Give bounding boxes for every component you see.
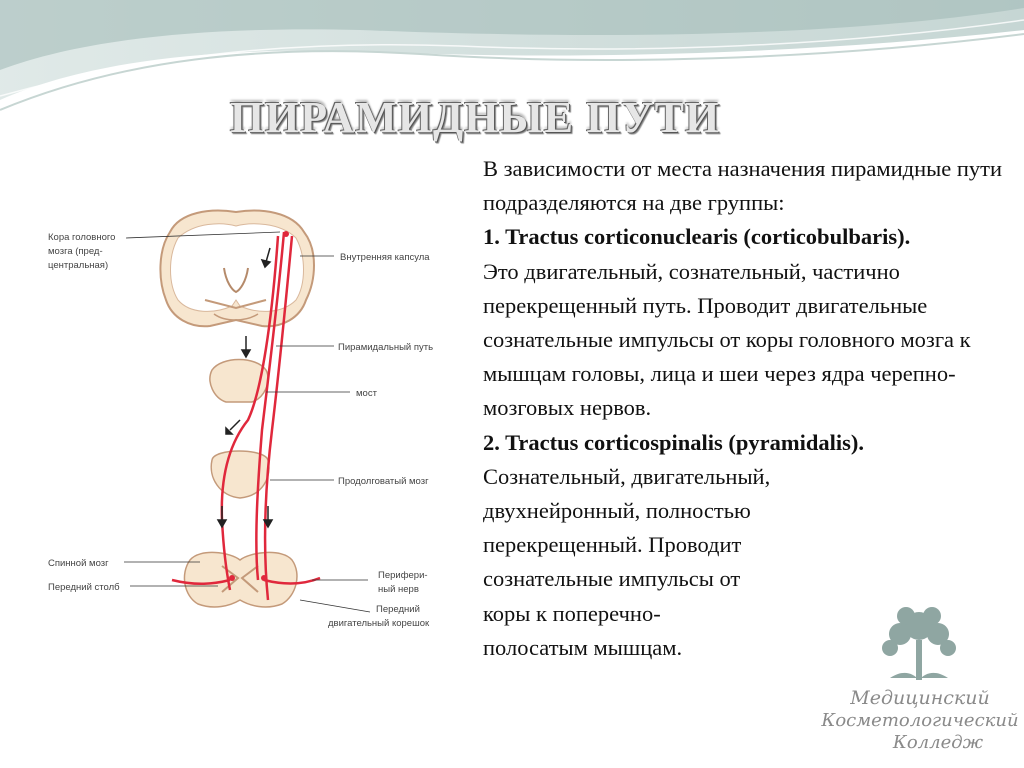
logo-line-2: Косметологический	[820, 710, 1018, 731]
paragraph-intro: В зависимости от места назначения пирами…	[483, 156, 1003, 216]
label-anterior-root-1: Передний	[376, 604, 420, 615]
heading-corticonuclearis: 1. Tractus corticonuclearis (corticobulb…	[483, 224, 911, 250]
direction-arrows	[216, 247, 274, 529]
corticospinalis-line-1: Сознательный, двигательный,	[483, 463, 771, 489]
heading-corticospinalis: 2. Tractus corticospinalis (pyramidalis)…	[483, 429, 865, 455]
nucleus-dots	[229, 231, 289, 581]
tree-icon	[882, 607, 956, 680]
college-logo: Медицинский Косметологический Колледж	[820, 607, 1019, 753]
label-peripheral-nerve-1: Перифери-	[378, 570, 428, 581]
label-cortex-3: центральная)	[48, 260, 108, 271]
corticospinalis-line-2: двухнейронный, полностью	[483, 498, 751, 524]
brain-section	[159, 209, 315, 328]
spinal-cord-section	[183, 551, 298, 608]
label-internal-capsule: Внутренняя капсула	[340, 252, 430, 263]
corticospinalis-line-4: сознательные импульсы от	[483, 566, 741, 592]
paragraph-corticonuclearis: Это двигательный, сознательный, частично…	[483, 258, 971, 421]
label-pyramidal-tract: Пирамидальный путь	[338, 342, 433, 353]
label-anterior-root-2: двигательный корешок	[328, 618, 430, 629]
slide-title: ПИРАМИДНЫЕ ПУТИ	[229, 93, 721, 142]
medulla-shape	[210, 450, 270, 499]
slide-body: В зависимости от места назначения пирами…	[483, 152, 1013, 665]
corticospinalis-line-6: полосатым мышцам.	[483, 634, 683, 660]
logo-line-1: Медицинский	[849, 687, 989, 709]
corticospinalis-line-5: коры к поперечно-	[483, 600, 661, 626]
label-pons: мост	[356, 388, 378, 399]
label-cortex-2: мозга (пред-	[48, 246, 103, 257]
logo-line-3: Колледж	[892, 732, 984, 753]
label-anterior-horn: Передний столб	[48, 582, 120, 593]
label-peripheral-nerve-2: ный нерв	[378, 584, 419, 595]
label-cortex-1: Кора головного	[48, 232, 115, 243]
label-spinal-cord: Спинной мозг	[48, 558, 109, 569]
pyramidal-tract-diagram: Кора головного мозга (пред- центральная)…	[48, 209, 433, 629]
corticospinalis-line-3: перекрещенный. Проводит	[483, 532, 742, 558]
label-medulla: Продолговатый мозг	[338, 476, 429, 487]
label-leaders	[124, 231, 371, 613]
